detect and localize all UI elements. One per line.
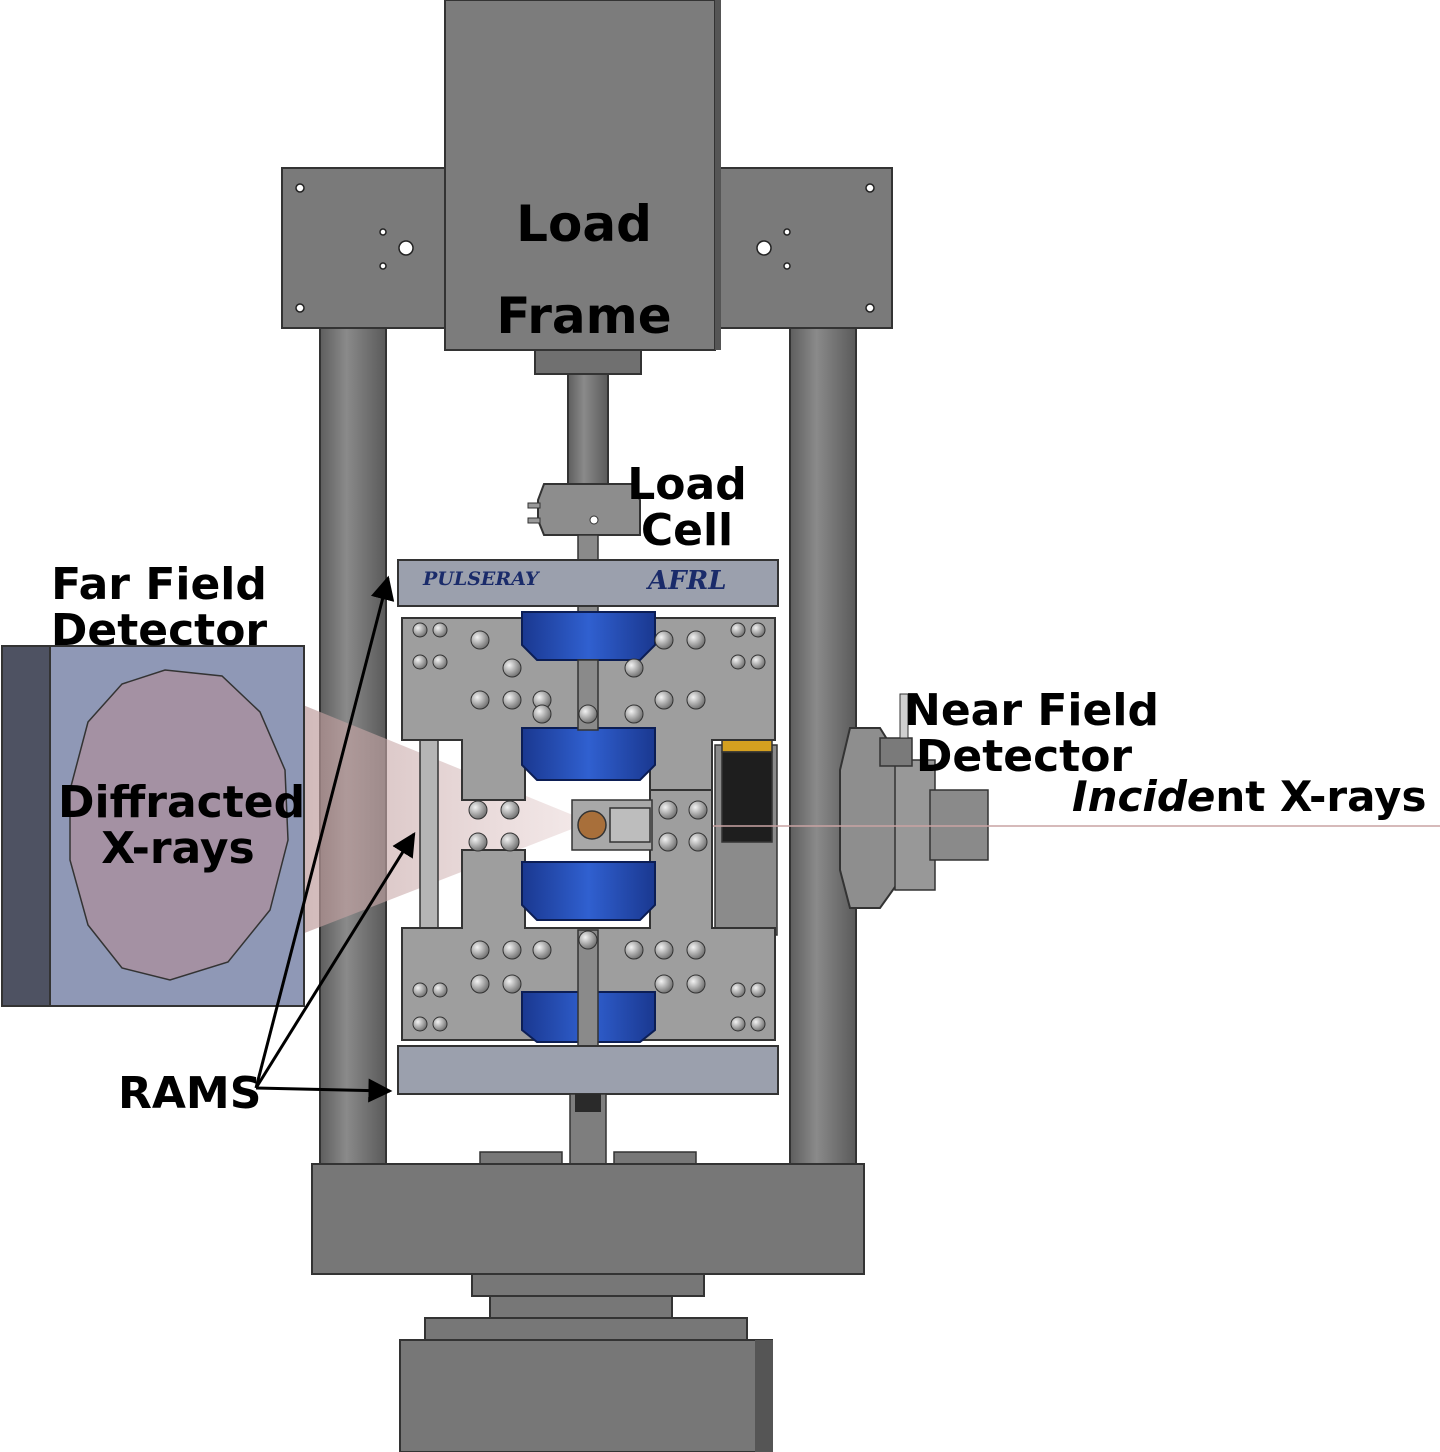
far-field-detector-edge [1, 645, 51, 1007]
actuator-collar [534, 349, 642, 375]
lower-x-plate [401, 789, 776, 1041]
near-field-detector-label: Near Field Detector [904, 685, 1159, 782]
plate-bolts [412, 622, 766, 1032]
ram-top-plate [397, 559, 779, 607]
base-step-3 [424, 1317, 748, 1343]
crossbeam-bolt-holes [295, 183, 875, 313]
incident-n: n [1215, 772, 1246, 821]
diffracted-beam-cone [222, 672, 590, 965]
motor-body [721, 751, 773, 843]
load-cell [537, 483, 641, 536]
base-crosshead [311, 1163, 865, 1275]
base-foot [399, 1339, 773, 1452]
ram-bottom-plate [397, 1045, 779, 1095]
incident-xrays-label: Incident X-rays [1072, 776, 1427, 818]
incident-italic-part: Incid [1072, 772, 1187, 821]
far-field-detector-label: Far Field Detector [50, 559, 268, 656]
hydraulic-rams [521, 611, 656, 1043]
incident-rest: t X-rays [1245, 772, 1427, 821]
base-step-1 [471, 1273, 705, 1297]
diffraction-ring [69, 669, 289, 981]
base-step-2 [489, 1295, 673, 1319]
load-frame-label: Load Frame [496, 195, 672, 345]
rams-label: RAMS [118, 1068, 262, 1119]
afrl-logo: AFRL [645, 566, 727, 596]
actuator-rod [567, 373, 609, 485]
pulseray-logo: PULSERAY [422, 568, 541, 590]
rams-arrows [254, 575, 416, 1103]
incident-italic-e: e [1186, 772, 1216, 821]
diffracted-xrays-label: Diffracted X-rays [58, 777, 306, 874]
load-cell-label: Load Cell [627, 459, 747, 556]
